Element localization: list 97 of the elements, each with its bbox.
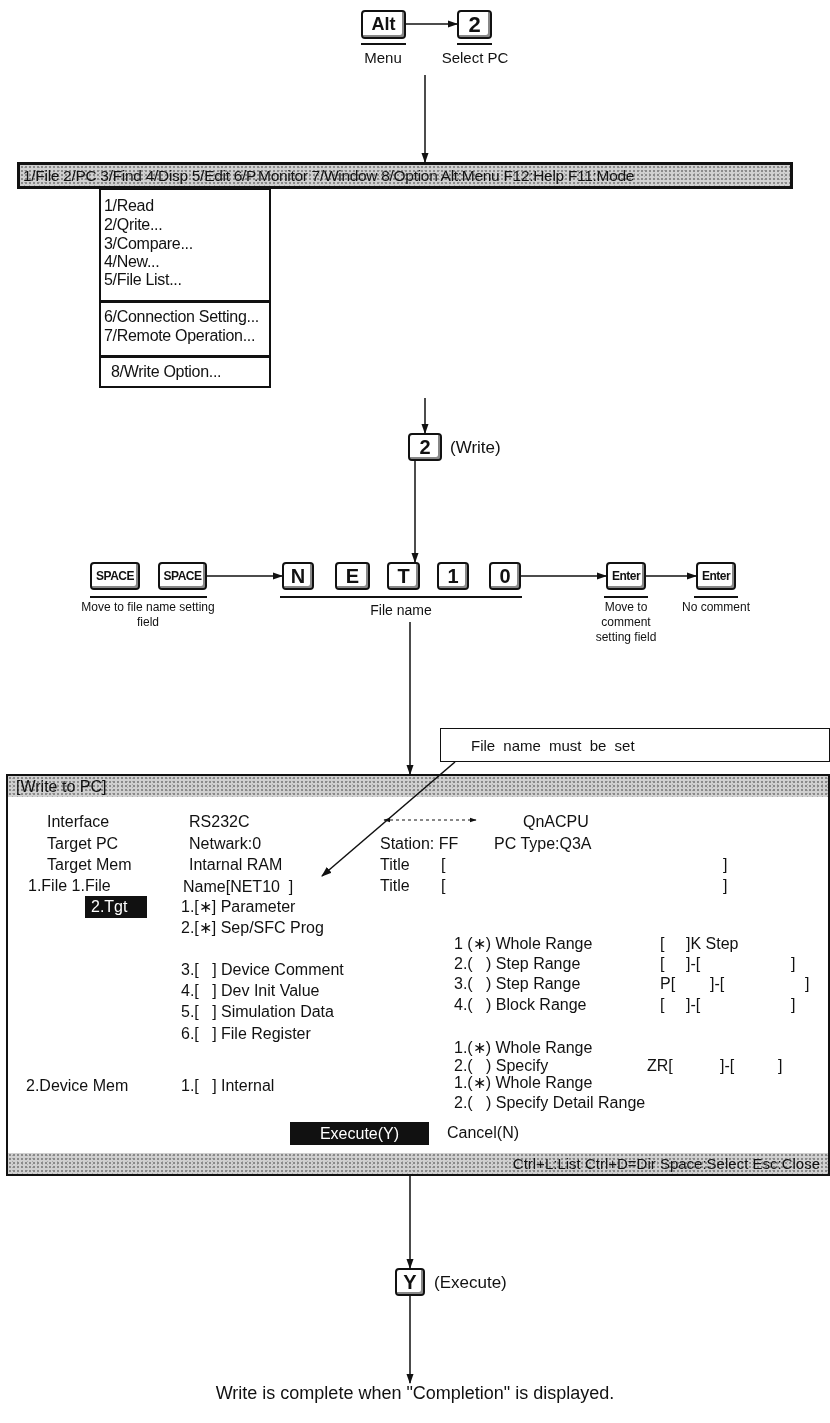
dialog-text: ]-[ (686, 955, 701, 973)
menu-item: 4/New... (104, 252, 160, 271)
callout-box: File name must be set (440, 728, 830, 762)
dialog-text: 2.( ) Step Range (454, 955, 581, 973)
dialog-text: 2.Device Mem (26, 1077, 129, 1095)
arrow (206, 572, 284, 580)
dialog-text: 3.[ ] Device Comment (181, 961, 344, 979)
execute-button: Execute(Y) (290, 1122, 429, 1145)
dialog-text: RS232C (189, 813, 250, 831)
arrow (406, 1175, 414, 1270)
keyboard-key: 2 (457, 10, 492, 39)
keyboard-key: E (335, 562, 370, 590)
arrow (421, 74, 429, 164)
menu-item: 7/Remote Operation... (104, 326, 256, 345)
dialog-text: 4.[ ] Dev Init Value (181, 982, 320, 1000)
arrow (405, 20, 459, 28)
dialog-text: Title (380, 877, 410, 895)
dialog-text: ] (791, 955, 796, 973)
dialog-text: ] (723, 856, 728, 874)
dialog-text: [ (660, 996, 665, 1014)
key-caption: (Execute) (434, 1272, 508, 1294)
keyboard-key: Y (395, 1268, 425, 1296)
dialog-text: Interface (47, 813, 110, 831)
dialog-text: ]-[ (720, 1057, 735, 1075)
arrow (406, 1295, 414, 1385)
dialog-text: ZR[ (647, 1057, 673, 1075)
dialog-text: ] (791, 996, 796, 1014)
dialog-text: [ (441, 856, 446, 874)
menu-item: 1/Read (104, 196, 154, 215)
leader-line (321, 761, 456, 877)
dialog-text: 1.[∗] Parameter (181, 898, 296, 916)
dialog-text: ] (805, 975, 810, 993)
dialog-text: ]K Step (686, 935, 739, 953)
keyboard-key: 0 (489, 562, 521, 590)
key-caption: Move to file name setting field (80, 600, 216, 630)
dialog-text: Station: FF (380, 835, 459, 853)
dialog-text: [ (660, 935, 665, 953)
dialog-text: 1 (∗) Whole Range (454, 935, 593, 953)
menu-bar: 1/File 2/PC 3/Find 4/Disp 5/Edit 6/P.Monitor 7/Window 8/Option Alt:Menu F12:Help F11:Mode (17, 162, 793, 189)
dialog-text: Target PC (47, 835, 119, 853)
dialog-text: ]-[ (686, 996, 701, 1014)
arrow (520, 572, 608, 580)
dialog-text: 5.[ ] Simulation Data (181, 1003, 334, 1021)
dialog-text: [ (660, 955, 665, 973)
dialog-text: ] (723, 877, 728, 895)
dialog-text: Title (380, 856, 410, 874)
dialog-text: P[ (660, 975, 676, 993)
arrow (406, 621, 414, 776)
dialog-text: 1.File 1.File (28, 877, 111, 895)
keyboard-key: SPACE (90, 562, 140, 590)
arrow (411, 460, 419, 564)
dialog-text: Cancel(N) (447, 1124, 519, 1142)
dropdown-menu (99, 188, 271, 388)
keyboard-key: 1 (437, 562, 469, 590)
instruction-text: Write is complete when "Completion" is displayed. (65, 1383, 765, 1407)
dialog-title: [Write to PC] (16, 778, 107, 796)
keyboard-key: 2 (408, 433, 442, 461)
dialog-text: Intarnal RAM (189, 856, 283, 874)
dialog-text: 6.[ ] File Register (181, 1025, 311, 1043)
dialog-text: ]-[ (710, 975, 725, 993)
menu-item: 2/Qrite... (104, 215, 163, 234)
selected-item: 2.Tgt (85, 896, 148, 918)
dialog-text: 2.( ) Specify (454, 1057, 549, 1075)
keyboard-key: T (387, 562, 420, 590)
dialog-text: Target Mem (47, 856, 132, 874)
menu-item: 3/Compare... (104, 234, 193, 253)
arrow (421, 397, 429, 435)
key-caption: No comment (681, 600, 751, 615)
menu-item: 8/Write Option... (111, 362, 222, 381)
instruction-text: File name (351, 602, 451, 622)
keyboard-key: Enter (696, 562, 736, 590)
dialog-text: [ (441, 877, 446, 895)
key-caption: Move to comment setting field (594, 600, 658, 645)
dialog-text: 3.( ) Step Range (454, 975, 581, 993)
keyboard-key: N (282, 562, 314, 590)
dialog-text: 2.( ) Specify Detail Range (454, 1094, 646, 1112)
status-hint: Ctrl+L:List Ctrl+D=Dir Space:Select Esc:Close (512, 1155, 820, 1173)
dialog-window (6, 774, 830, 1176)
key-caption: Menu (363, 49, 403, 68)
menu-item: 5/File List... (104, 270, 182, 289)
keyboard-key: SPACE (158, 562, 207, 590)
dialog-text: 1.(∗) Whole Range (454, 1074, 593, 1092)
dialog-text: 2.[∗] Sep/SFC Prog (181, 919, 324, 937)
dialog-text: 1.(∗) Whole Range (454, 1039, 593, 1057)
arrow (645, 572, 698, 580)
key-caption: (Write) (450, 437, 502, 459)
menu-item: 6/Connection Setting... (104, 307, 259, 326)
dialog-text: 1.[ ] Internal (181, 1077, 275, 1095)
dialog-text: ] (778, 1057, 783, 1075)
keyboard-key: Alt (361, 10, 406, 39)
keyboard-key: Enter (606, 562, 646, 590)
dialog-text: QnACPU (523, 813, 589, 831)
dialog-text: Netwark:0 (189, 835, 262, 853)
file-name-field: Name[NET10 ] (183, 878, 343, 896)
dialog-text: PC Type:Q3A (494, 835, 592, 853)
key-caption: Select PC (440, 49, 510, 68)
dialog-text: 4.( ) Block Range (454, 996, 587, 1014)
